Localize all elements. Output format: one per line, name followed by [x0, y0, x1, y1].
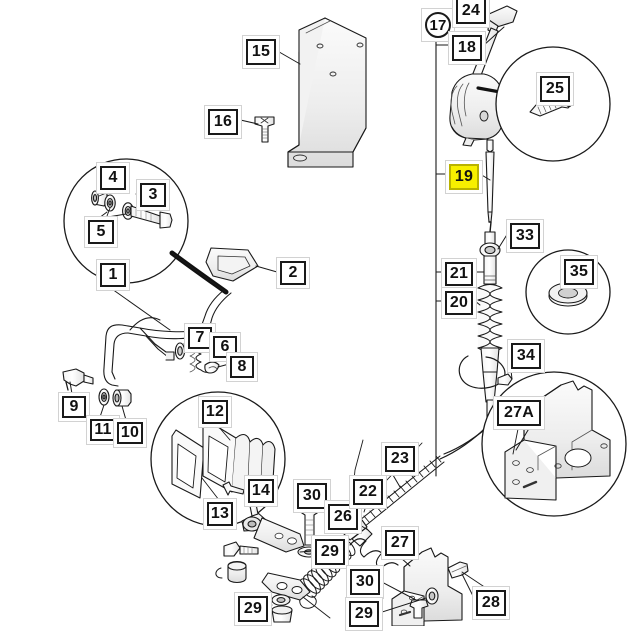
callout-label-8: 8 [230, 356, 254, 378]
callout-29-mid[interactable]: 29 [311, 535, 349, 569]
callout-5[interactable]: 5 [84, 216, 118, 248]
callout-18[interactable]: 18 [448, 31, 486, 65]
callout-27a[interactable]: 27A [493, 396, 545, 430]
callout-label-20: 20 [445, 291, 473, 315]
callout-22[interactable]: 22 [349, 475, 387, 509]
callout-3[interactable]: 3 [136, 179, 170, 211]
callout-20[interactable]: 20 [441, 287, 477, 319]
part-fitting-9 [62, 368, 94, 391]
callout-25[interactable]: 25 [536, 72, 574, 106]
callout-13[interactable]: 13 [203, 498, 237, 530]
callout-label-34: 34 [511, 343, 541, 369]
callout-label-24: 24 [456, 0, 486, 24]
callout-17[interactable]: 17 [421, 8, 455, 42]
callout-label-23: 23 [385, 446, 415, 472]
callout-label-27: 27 [385, 530, 415, 556]
part-linkage-cluster [215, 503, 331, 623]
callout-15[interactable]: 15 [242, 35, 280, 69]
callout-label-25: 25 [540, 76, 570, 102]
callout-4[interactable]: 4 [96, 162, 130, 194]
callout-19[interactable]: 19 [445, 160, 483, 194]
callout-label-28: 28 [476, 590, 506, 616]
callout-30-lower[interactable]: 30 [346, 565, 384, 599]
callout-label-17: 17 [425, 12, 451, 38]
callout-30-upper[interactable]: 30 [293, 479, 331, 513]
detail-circle-5 [481, 371, 627, 517]
callout-27[interactable]: 27 [381, 526, 419, 560]
callout-8[interactable]: 8 [226, 352, 258, 382]
callout-label-30-lower: 30 [350, 569, 380, 595]
callout-label-30-upper: 30 [297, 483, 327, 509]
callout-label-3: 3 [140, 183, 166, 207]
callout-label-29-right: 29 [349, 601, 379, 627]
callout-16[interactable]: 16 [204, 105, 242, 139]
part-bushing-10 [112, 389, 132, 407]
callout-2[interactable]: 2 [276, 257, 310, 289]
part-pedal-1 [103, 247, 259, 387]
callout-label-33: 33 [510, 223, 540, 249]
callout-29-left[interactable]: 29 [234, 592, 272, 626]
callout-label-22: 22 [353, 479, 383, 505]
part-screw-16 [254, 116, 275, 143]
callout-label-29-mid: 29 [315, 539, 345, 565]
callout-1[interactable]: 1 [96, 259, 130, 291]
part-rod-19 [485, 139, 495, 233]
callout-label-16: 16 [208, 109, 238, 135]
callout-label-5: 5 [88, 220, 114, 244]
part-clip-8 [204, 361, 220, 374]
callout-label-19: 19 [449, 164, 479, 190]
callout-label-1: 1 [100, 263, 126, 287]
callout-label-9: 9 [62, 396, 86, 418]
callout-10[interactable]: 10 [113, 418, 147, 448]
callout-label-14: 14 [248, 479, 274, 503]
callout-label-2: 2 [280, 261, 306, 285]
part-lever-18 [449, 5, 600, 147]
callout-24[interactable]: 24 [452, 0, 490, 28]
callout-label-12: 12 [202, 400, 228, 424]
callout-9[interactable]: 9 [58, 392, 90, 422]
callout-label-13: 13 [207, 502, 233, 526]
callout-28[interactable]: 28 [472, 586, 510, 620]
part-bushing-11 [98, 388, 110, 406]
callout-35[interactable]: 35 [560, 255, 598, 289]
callout-label-21: 21 [445, 262, 473, 286]
part-bolt-30-right [409, 587, 439, 619]
callout-label-27a: 27A [497, 400, 541, 426]
callout-label-4: 4 [100, 166, 126, 190]
callout-label-29-left: 29 [238, 596, 268, 622]
callout-12[interactable]: 12 [198, 396, 232, 428]
part-bracket-15 [287, 17, 367, 168]
callout-label-15: 15 [246, 39, 276, 65]
callout-label-10: 10 [117, 422, 143, 444]
callout-34[interactable]: 34 [507, 339, 545, 373]
callout-14[interactable]: 14 [244, 475, 278, 507]
callout-label-18: 18 [452, 35, 482, 61]
callout-33[interactable]: 33 [506, 219, 544, 253]
callout-21[interactable]: 21 [441, 258, 477, 290]
callout-label-35: 35 [564, 259, 594, 285]
callout-23[interactable]: 23 [381, 442, 419, 476]
